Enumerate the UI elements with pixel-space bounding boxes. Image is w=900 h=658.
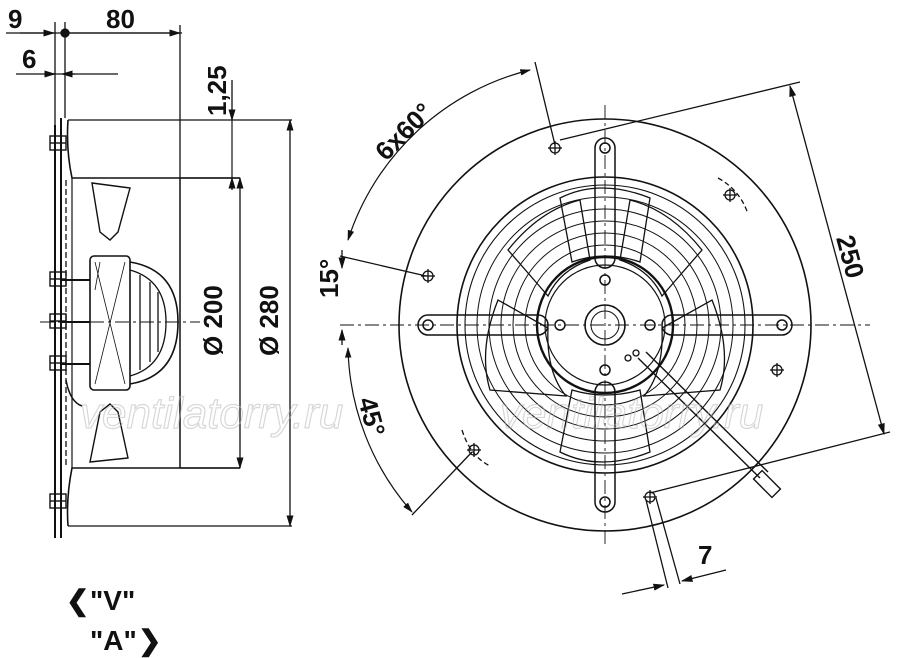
dim-45-degrees: 45° bbox=[352, 394, 391, 440]
side-view bbox=[6, 22, 294, 538]
a-direction-arrow: ❯ bbox=[138, 625, 161, 658]
dim-6x60-degrees: 6x60° bbox=[369, 97, 438, 166]
watermark-left: ventilatorry.ru bbox=[80, 389, 343, 438]
dim-1-25: 1,25 bbox=[202, 65, 232, 116]
airflow-legend: ❮ "V" "A" ❯ bbox=[66, 585, 161, 658]
v-label: "V" bbox=[90, 585, 135, 616]
dim-diameter-280: Ø 280 bbox=[254, 285, 284, 356]
dim-80: 80 bbox=[106, 4, 135, 34]
dim-6: 6 bbox=[22, 44, 36, 74]
dim-9: 9 bbox=[8, 4, 22, 34]
watermark-right: ventilatorry.ru bbox=[500, 389, 763, 438]
dim-7: 7 bbox=[698, 540, 712, 570]
front-view bbox=[338, 61, 891, 595]
dim-250: 250 bbox=[830, 232, 870, 282]
v-direction-arrow: ❮ bbox=[66, 585, 89, 618]
dim-15-degrees: 15° bbox=[314, 259, 344, 298]
dim-diameter-200: Ø 200 bbox=[198, 285, 228, 356]
a-label: "A" bbox=[90, 625, 137, 656]
